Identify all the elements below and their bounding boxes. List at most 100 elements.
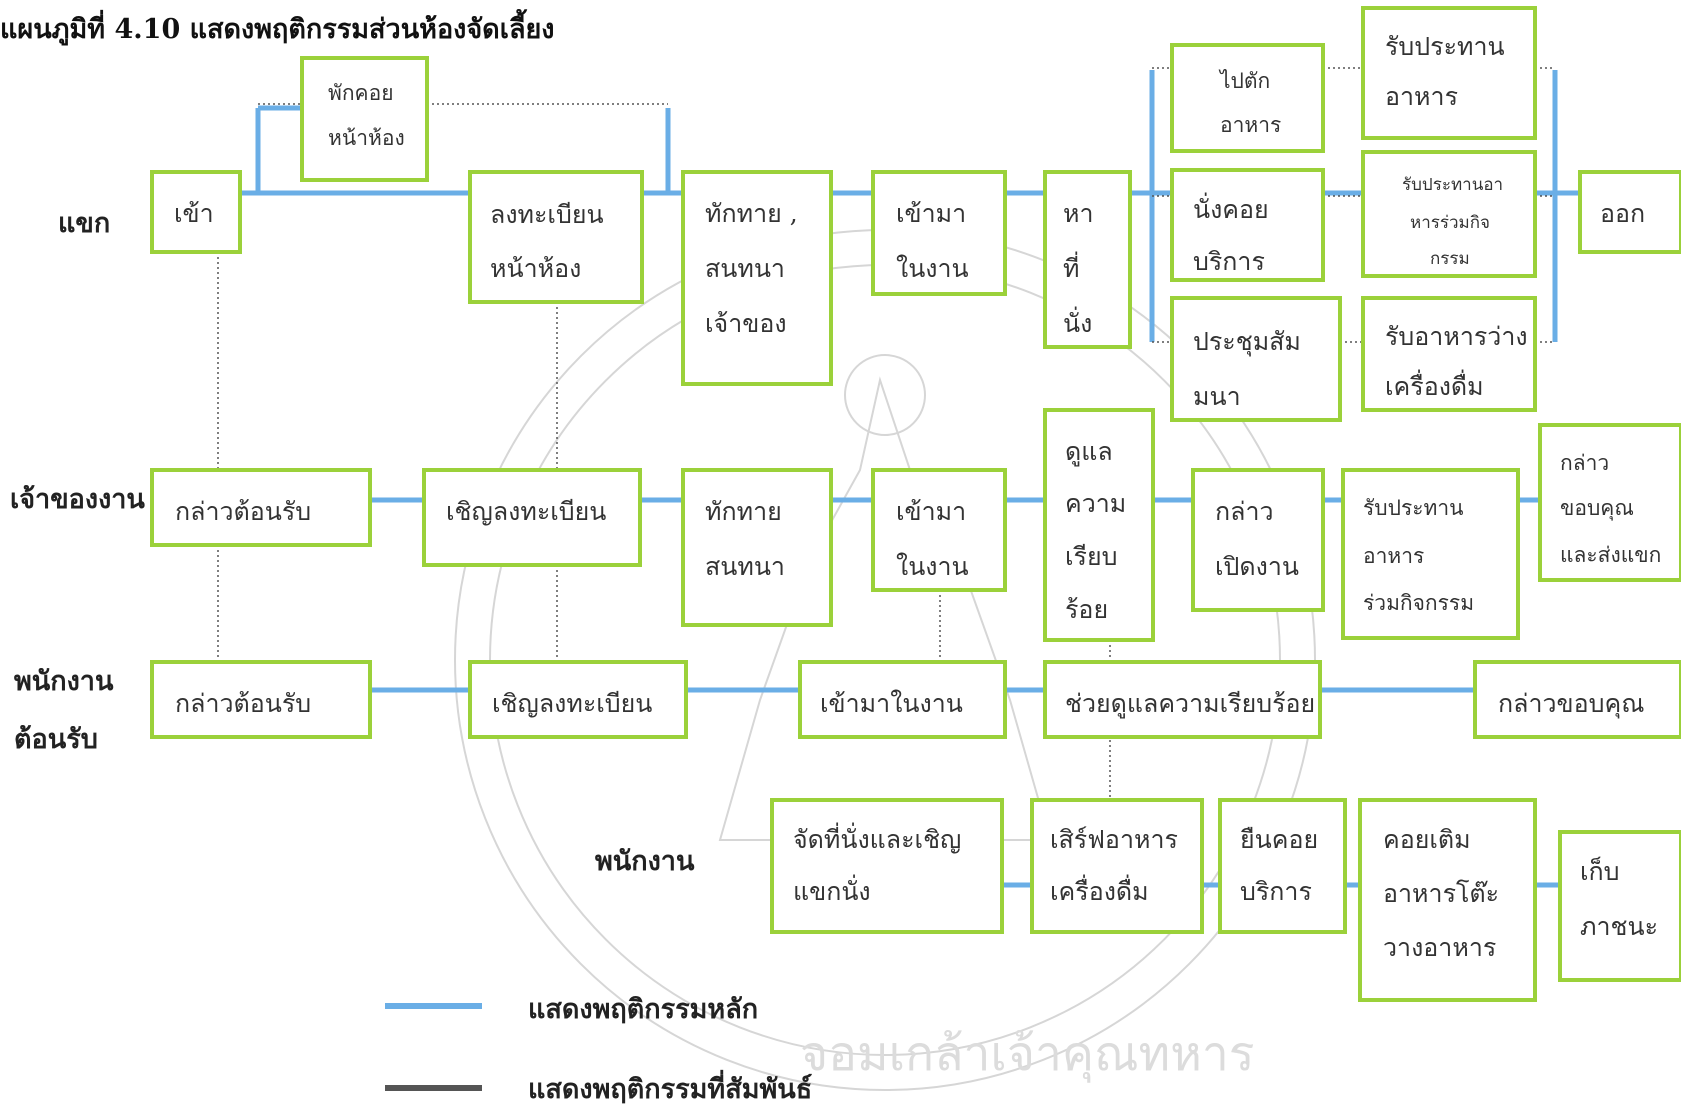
node-box (871, 468, 1007, 592)
legend: แสดงพฤติกรรมหลัก แสดงพฤติกรรมที่สัมพันธ์ (385, 994, 812, 1105)
node-label: ขอบคุณ (1560, 496, 1634, 521)
node-label: หา (1063, 199, 1094, 228)
guest-node-register: ลงทะเบียน หน้าห้อง (468, 170, 644, 304)
node-label: เข้ามาในงาน (820, 689, 963, 718)
node-box (1361, 296, 1537, 412)
node-label: ร่วมกิจกรรม (1363, 591, 1474, 615)
node-box (1218, 798, 1347, 934)
staff-node-refill: คอยเติม อาหารโต๊ะ วางอาหาร (1358, 798, 1537, 1002)
node-label: หน้าห้อง (328, 126, 405, 150)
guest-node-exit: ออก (1578, 170, 1681, 254)
node-label: อาหาร (1363, 544, 1424, 568)
node-box (1030, 798, 1204, 934)
staff-node-seat: จัดที่นั่งและเชิญ แขกนั่ง (770, 798, 1004, 934)
node-box (1170, 296, 1342, 422)
node-label: คอยเติม (1383, 825, 1471, 854)
node-label: เปิดงาน (1215, 552, 1299, 581)
node-label: แขกนั่ง (793, 874, 871, 906)
node-label: ในงาน (896, 552, 969, 581)
node-box (798, 660, 1007, 739)
guest-node-seat: หา ที่ นั่ง (1043, 170, 1132, 349)
node-label: บริการ (1193, 247, 1265, 276)
node-label: ไปตัก (1218, 69, 1270, 93)
node-label: ที่ (1063, 251, 1079, 283)
host-node-thanks: กล่าว ขอบคุณ และส่งแขก (1538, 423, 1681, 582)
staff-node-clear: เก็บ ภาชนะ (1558, 830, 1681, 982)
reception-node-thanks: กล่าวขอบคุณ (1473, 660, 1681, 739)
node-box (468, 170, 644, 304)
node-box (422, 468, 642, 567)
node-label: อาหารโต๊ะ (1383, 879, 1499, 908)
node-label: เข้า (174, 199, 214, 228)
node-label: ยืนคอย (1240, 825, 1318, 854)
row-label-staff: พนักงาน (595, 846, 695, 877)
node-label: เชิญลงทะเบียน (446, 497, 606, 526)
node-label: เสิร์ฟอาหาร (1050, 825, 1178, 854)
node-label: ทักทาย (705, 497, 782, 526)
node-label: เรียบ (1065, 542, 1118, 571)
node-box (150, 660, 372, 739)
guest-node-eat-activity: รับประทานอา หารร่วมกิจ กรรม (1361, 150, 1537, 278)
node-box (150, 170, 242, 254)
node-label: ภาชนะ (1580, 912, 1658, 941)
node-label: รับประทานอา (1402, 175, 1503, 195)
node-label: มนา (1193, 382, 1241, 411)
node-box (468, 660, 688, 739)
reception-node-order: ช่วยดูแลความเรียบร้อย (1043, 660, 1322, 739)
node-label: สนทนา (705, 254, 785, 283)
guest-node-enter-event: เข้ามา ในงาน (871, 170, 1007, 296)
node-label: เก็บ (1580, 856, 1620, 886)
node-label: บริการ (1240, 877, 1312, 906)
staff-node-standby: ยืนคอย บริการ (1218, 798, 1347, 934)
node-box (681, 468, 833, 627)
node-label: ช่วยดูแลความเรียบร้อย (1065, 689, 1315, 719)
host-node-open: กล่าว เปิดงาน (1191, 468, 1325, 612)
node-label: จัดที่นั่งและเชิญ (793, 822, 961, 854)
node-box (1473, 660, 1681, 739)
node-label: กล่าวขอบคุณ (1498, 689, 1644, 719)
node-box (871, 170, 1007, 296)
host-node-welcome: กล่าวต้อนรับ (150, 468, 372, 547)
host-node-invite-register: เชิญลงทะเบียน (422, 468, 642, 567)
node-box (150, 468, 372, 547)
node-label: รับอาหารว่าง (1385, 322, 1528, 351)
node-box (1361, 150, 1537, 278)
guest-node-take-food: ไปตัก อาหาร (1170, 43, 1325, 153)
related-connectors (217, 67, 1555, 800)
node-label: ลงทะเบียน (490, 200, 604, 229)
node-label: เชิญลงทะเบียน (492, 689, 652, 718)
host-node-enter: เข้ามา ในงาน (871, 468, 1007, 592)
guest-node-seminar: ประชุมสัม มนา (1170, 296, 1342, 422)
node-box (1170, 168, 1325, 282)
node-label: ความ (1065, 489, 1126, 518)
node-label: และส่งแขก (1560, 543, 1661, 567)
node-label: หารร่วมกิจ (1410, 213, 1490, 233)
guest-node-rest: พักคอย หน้าห้อง (300, 56, 429, 182)
node-label: หน้าห้อง (490, 254, 581, 283)
node-label: นั่งคอย (1193, 192, 1269, 224)
node-label: เข้ามา (896, 497, 966, 526)
node-box (1558, 830, 1681, 982)
node-label: เข้ามา (896, 199, 966, 228)
node-box (300, 56, 429, 182)
node-label: รับประทาน (1385, 32, 1505, 61)
node-box (1043, 660, 1322, 739)
node-label: ในงาน (896, 254, 969, 283)
node-label: สนทนา (705, 552, 785, 581)
row-label-guest: แขก (58, 208, 110, 239)
node-label: กล่าวต้อนรับ (175, 689, 311, 718)
node-label: กล่าว (1560, 451, 1609, 475)
node-box (1043, 170, 1132, 349)
node-box (1361, 6, 1537, 140)
node-label: กรรม (1430, 249, 1470, 269)
node-label: เจ้าของ (705, 309, 787, 338)
guest-node-enter: เข้า (150, 170, 242, 254)
staff-node-serve: เสิร์ฟอาหาร เครื่องดื่ม (1030, 798, 1204, 934)
legend-related-label: แสดงพฤติกรรมที่สัมพันธ์ (528, 1069, 812, 1105)
node-label: อาหาร (1220, 113, 1281, 137)
reception-node-invite-register: เชิญลงทะเบียน (468, 660, 688, 739)
node-label: ประชุมสัม (1193, 327, 1301, 357)
node-label: กล่าวต้อนรับ (175, 497, 311, 526)
node-label: ทักทาย , (705, 199, 798, 228)
guest-node-wait-service: นั่งคอย บริการ (1170, 168, 1325, 282)
